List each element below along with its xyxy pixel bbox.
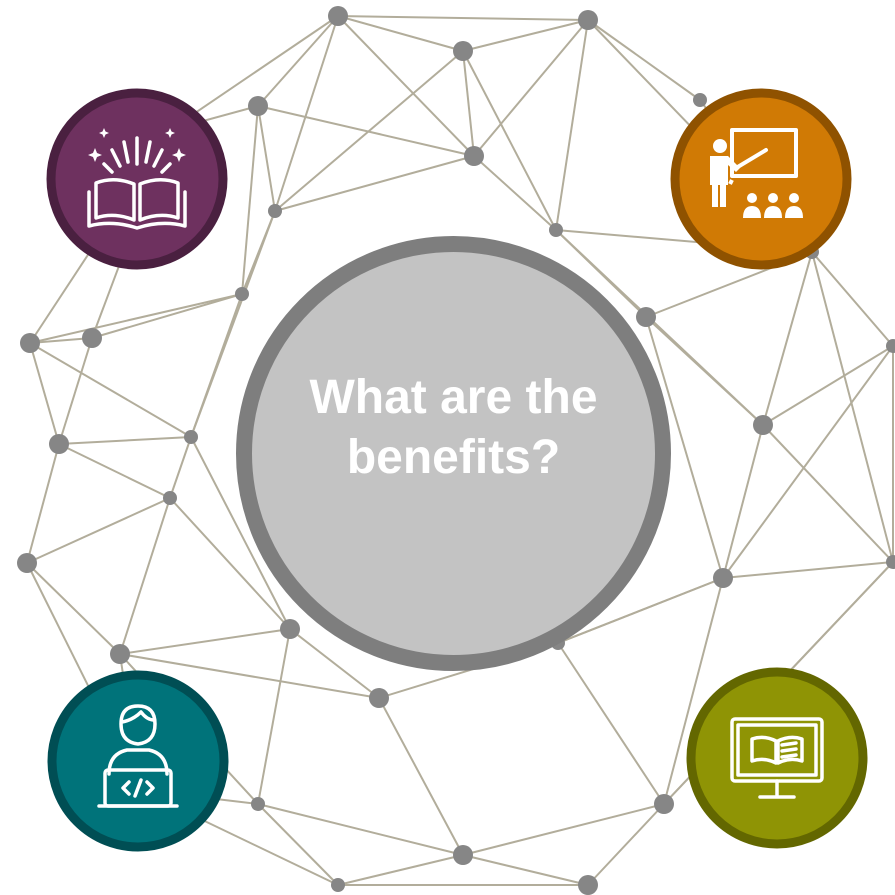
network-link xyxy=(119,628,291,655)
network-link xyxy=(58,443,171,499)
network-link xyxy=(337,15,464,52)
network-node xyxy=(268,204,282,218)
network-link xyxy=(762,424,894,563)
network-node xyxy=(464,146,484,166)
network-link xyxy=(190,210,276,438)
coder-badge xyxy=(47,670,229,852)
network-link xyxy=(555,229,764,426)
network-node xyxy=(369,688,389,708)
network-link xyxy=(119,497,171,655)
network-link xyxy=(274,155,475,212)
network-node xyxy=(110,644,130,664)
network-link xyxy=(274,50,464,212)
network-link xyxy=(58,436,192,445)
network-node xyxy=(578,875,598,895)
network-node xyxy=(636,307,656,327)
network-node xyxy=(549,223,563,237)
network-link xyxy=(473,19,589,157)
network-link xyxy=(190,436,291,630)
network-link xyxy=(257,15,339,107)
network-link xyxy=(722,561,894,579)
network-link xyxy=(257,803,339,886)
network-link xyxy=(473,155,557,231)
network-node xyxy=(248,96,268,116)
network-node xyxy=(654,794,674,814)
monitor-book-icon xyxy=(686,667,868,849)
teacher-badge xyxy=(670,88,852,270)
network-link xyxy=(257,105,475,157)
network-node xyxy=(453,845,473,865)
network-link xyxy=(722,345,894,579)
network-link xyxy=(587,803,665,886)
network-link xyxy=(257,628,291,805)
network-node xyxy=(280,619,300,639)
network-link xyxy=(58,337,93,445)
network-node xyxy=(886,339,895,353)
network-link xyxy=(169,436,192,499)
network-node xyxy=(331,878,345,892)
network-node xyxy=(713,568,733,588)
network-link xyxy=(645,316,724,579)
network-link xyxy=(337,854,464,886)
network-link xyxy=(257,803,464,856)
elearning-badge xyxy=(686,667,868,849)
network-link xyxy=(762,345,894,426)
network-node xyxy=(235,287,249,301)
book-badge xyxy=(46,88,228,270)
network-node xyxy=(693,93,707,107)
network-link xyxy=(378,697,464,856)
network-node xyxy=(251,797,265,811)
network-link xyxy=(274,15,339,212)
network-link xyxy=(462,50,475,157)
network-node xyxy=(82,328,102,348)
network-link xyxy=(462,50,557,231)
network-link xyxy=(29,337,93,344)
network-link xyxy=(169,15,339,131)
network-link xyxy=(337,15,589,21)
network-link xyxy=(811,251,894,347)
network-link xyxy=(119,653,380,699)
network-node xyxy=(578,10,598,30)
network-link xyxy=(663,577,724,805)
network-node xyxy=(17,553,37,573)
network-link xyxy=(169,497,291,630)
network-link xyxy=(462,854,589,886)
network-node xyxy=(163,491,177,505)
teacher-presentation-icon xyxy=(670,88,852,270)
network-link xyxy=(587,19,701,101)
network-link xyxy=(557,577,724,644)
network-node xyxy=(20,333,40,353)
network-link xyxy=(257,105,276,212)
network-link xyxy=(811,251,894,563)
network-link xyxy=(557,642,665,805)
network-node xyxy=(453,41,473,61)
network-link xyxy=(26,497,171,564)
network-link xyxy=(462,19,589,52)
network-link xyxy=(722,424,764,579)
network-link xyxy=(29,342,192,438)
network-link xyxy=(289,628,380,699)
network-node xyxy=(753,415,773,435)
network-node xyxy=(886,555,895,569)
network-node xyxy=(328,6,348,26)
network-link xyxy=(26,443,60,564)
developer-laptop-icon xyxy=(47,670,229,852)
network-link xyxy=(29,342,60,445)
network-link xyxy=(29,293,243,344)
network-link xyxy=(241,105,259,295)
center-title-line-2: benefits? xyxy=(346,431,561,484)
center-title-line-1: What are the xyxy=(309,371,598,424)
network-node xyxy=(49,434,69,454)
network-link xyxy=(555,19,589,231)
network-link xyxy=(91,293,243,339)
network-link xyxy=(762,251,813,426)
network-node xyxy=(184,430,198,444)
network-link xyxy=(26,562,121,655)
network-link xyxy=(337,15,475,157)
network-link xyxy=(462,803,665,856)
center-title: What are the benefits? xyxy=(236,368,671,488)
open-book-sparkle-icon xyxy=(46,88,228,270)
